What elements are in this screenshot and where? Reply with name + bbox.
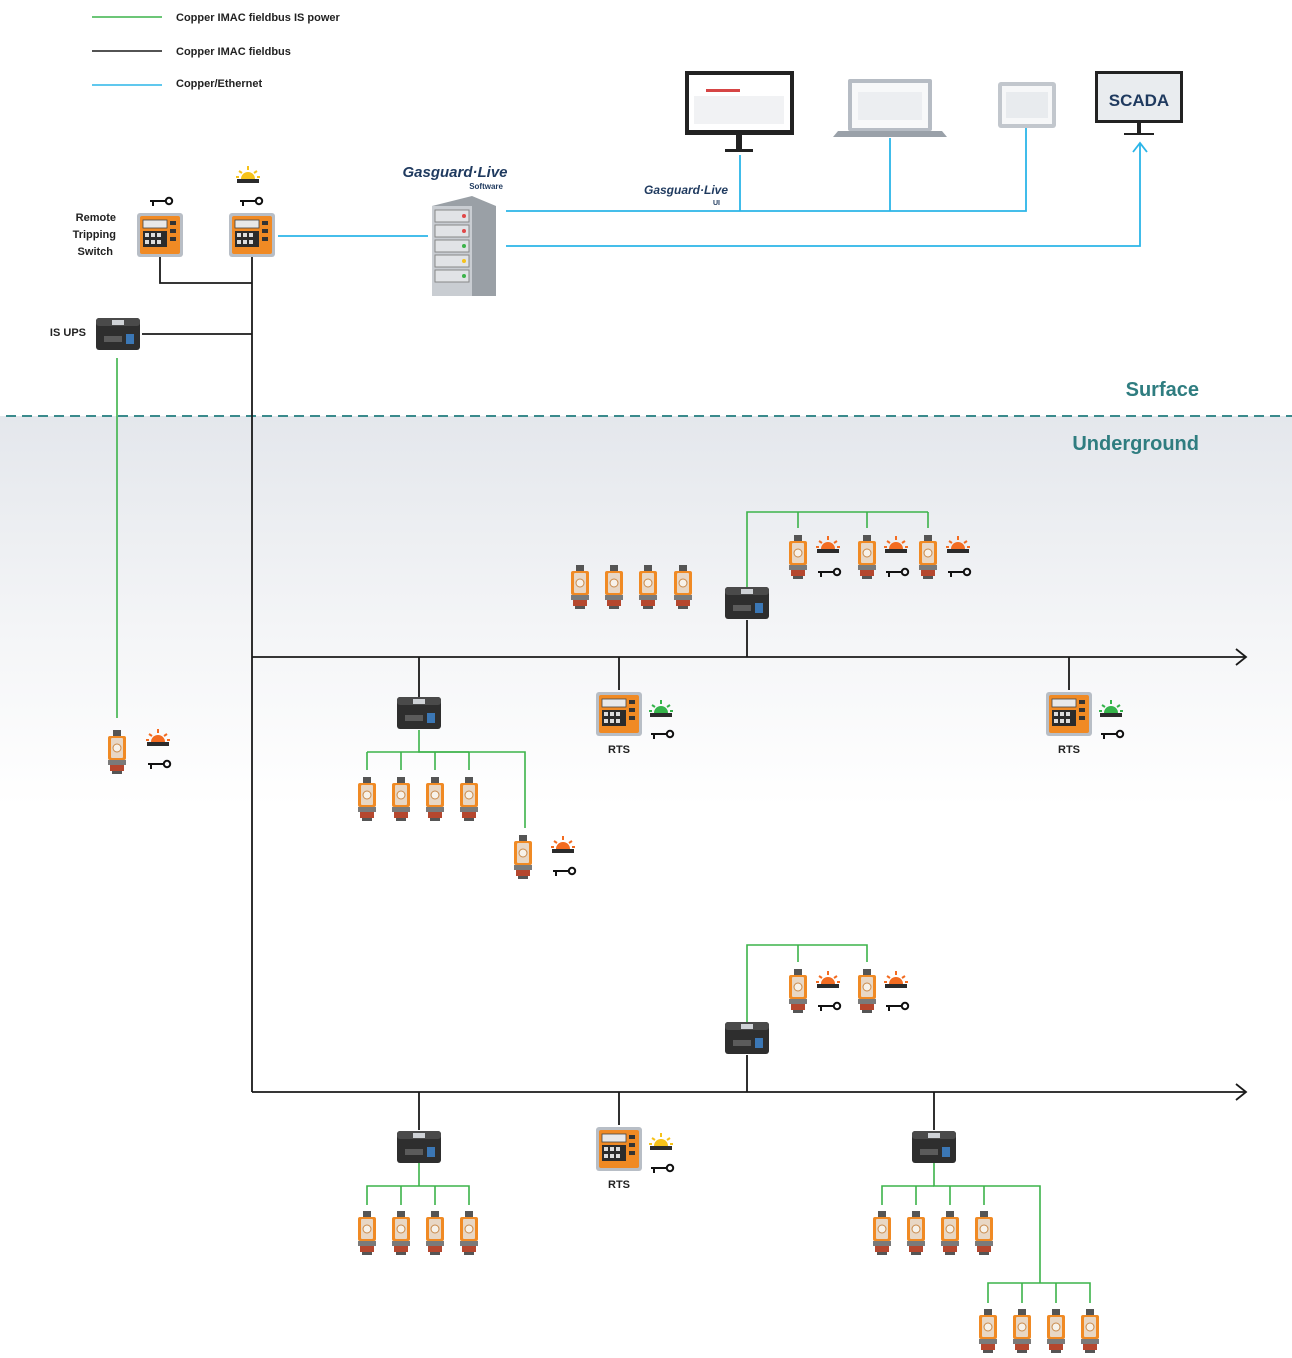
rts-controller: [595, 691, 643, 737]
rts-label: RTS: [608, 1179, 630, 1191]
sensor-icon: [391, 776, 411, 822]
beacon-icon: [648, 1132, 674, 1151]
sensor-icon: [857, 534, 877, 580]
sensor-icon: [872, 1210, 892, 1256]
beacon-icon: [235, 165, 261, 184]
sensor-icon: [978, 1308, 998, 1354]
ui-brand: Gasguard·Live: [644, 183, 728, 197]
beacon-icon: [883, 970, 909, 989]
scada-label: SCADA: [1109, 91, 1169, 110]
legend: Copper IMAC fieldbus IS power Copper IMA…: [92, 12, 341, 90]
sensor-icon: [425, 776, 445, 822]
rts-label-line1: Remote: [76, 212, 116, 224]
sensor-icon: [940, 1210, 960, 1256]
rts-label: RTS: [608, 744, 630, 756]
rts-label-line3: Switch: [78, 246, 114, 258]
sensor-icon: [1012, 1308, 1032, 1354]
tablet-icon: [998, 82, 1056, 128]
hub-icon: [912, 1131, 956, 1163]
beacon-icon: [815, 970, 841, 989]
sensor-icon: [357, 776, 377, 822]
key-icon: [552, 866, 577, 877]
legend-label-power: Copper IMAC fieldbus IS power: [176, 12, 341, 24]
sensor-icon: [425, 1210, 445, 1256]
surface-controller: [228, 212, 276, 258]
key-icon: [239, 196, 264, 207]
sensor-icon: [391, 1210, 411, 1256]
legend-label-ethernet: Copper/Ethernet: [176, 78, 263, 90]
rts-label-line2: Tripping: [73, 229, 116, 241]
desktop-monitor-icon: [685, 71, 794, 152]
sensor-icon: [918, 534, 938, 580]
sensor-icon: [513, 834, 533, 880]
sensor-icon: [906, 1210, 926, 1256]
sensor-icon: [788, 968, 808, 1014]
surface-label: Surface: [1126, 379, 1199, 401]
ui-caption: UI: [713, 200, 720, 207]
key-icon: [885, 1001, 910, 1012]
laptop-icon: [833, 79, 947, 137]
rts-controller: [595, 1126, 643, 1172]
hub-icon: [725, 1022, 769, 1054]
key-icon: [650, 1163, 675, 1174]
rts-label: RTS: [1058, 744, 1080, 756]
sensor-icon: [459, 1210, 479, 1256]
underground-label: Underground: [1072, 433, 1199, 455]
scada-monitor-icon: [1095, 71, 1183, 135]
server-icon: [432, 196, 496, 296]
sensor-icon: [604, 564, 624, 610]
sensor-icon: [1080, 1308, 1100, 1354]
is-ups-icon: [96, 318, 140, 350]
key-icon: [817, 1001, 842, 1012]
server-brand: Gasguard·Live: [402, 164, 507, 181]
sensor-icon: [459, 776, 479, 822]
remote-tripping-switch-controller: [136, 212, 184, 258]
sensor-icon: [107, 729, 127, 775]
server-caption: Software: [469, 182, 503, 191]
sensor-icon: [1046, 1308, 1066, 1354]
sensor-icon: [357, 1210, 377, 1256]
ethernet-wires: [278, 127, 1148, 247]
key-icon: [149, 196, 174, 207]
hub-icon: [397, 697, 441, 729]
beacon-icon: [550, 835, 576, 854]
sensor-icon: [857, 968, 877, 1014]
fieldbus-wires: [142, 257, 1248, 1130]
sensor-icon: [638, 564, 658, 610]
legend-label-bus: Copper IMAC fieldbus: [176, 46, 291, 58]
sensor-icon: [570, 564, 590, 610]
sensor-icon: [673, 564, 693, 610]
sensor-icon: [788, 534, 808, 580]
hub-icon: [725, 587, 769, 619]
underground-zone: [0, 416, 1292, 806]
is-ups-label: IS UPS: [50, 327, 86, 339]
rts-controller: [1045, 691, 1093, 737]
hub-icon: [397, 1131, 441, 1163]
sensor-icon: [974, 1210, 994, 1256]
is-power-wires: [116, 358, 1091, 1303]
